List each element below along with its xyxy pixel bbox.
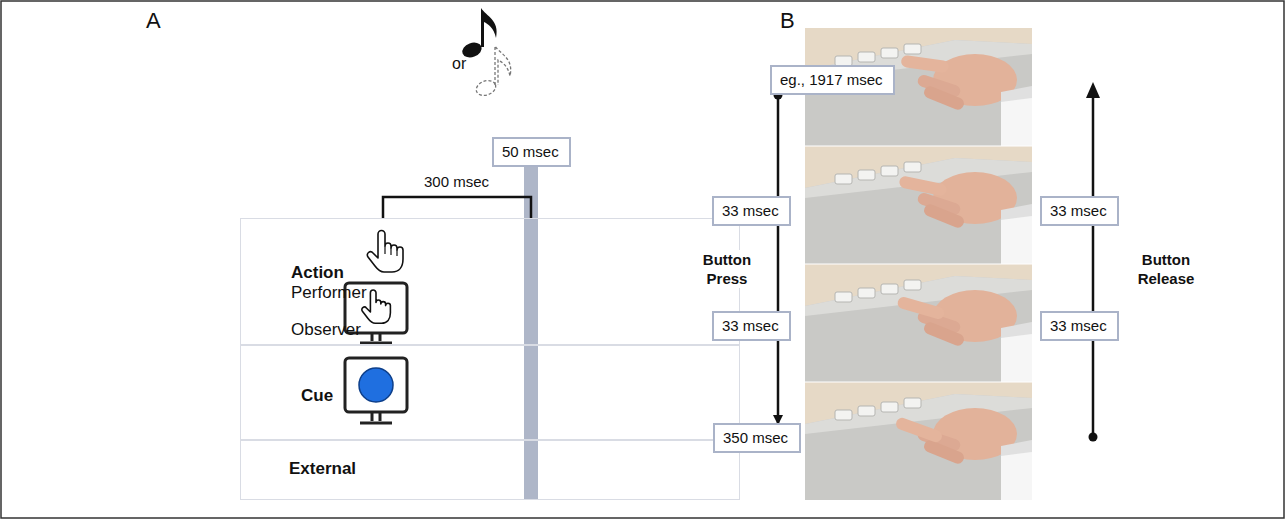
tone-note: [460, 8, 497, 60]
panel-letter: B: [780, 8, 795, 34]
duration-text: 33 msec: [1050, 202, 1109, 220]
duration-text: 50 msec: [502, 143, 561, 161]
duration-box: 33 msec: [712, 311, 791, 341]
row-heading: External: [289, 459, 356, 479]
hand-icon: [367, 231, 403, 273]
duration-box: eg., 1917 msec: [770, 65, 895, 95]
row-heading: Action: [291, 263, 344, 283]
timeline-arrow: [777, 95, 780, 423]
condition-band: ActionPerformerObserver: [240, 218, 740, 345]
arrow-label: Button Press: [692, 250, 762, 288]
duration-text: 33 msec: [1050, 317, 1109, 335]
condition-band: Cue: [240, 345, 740, 440]
row-heading: Cue: [301, 386, 333, 406]
interval-label: 300 msec: [424, 173, 489, 190]
photo-frame: [805, 382, 1032, 500]
duration-box: 33 msec: [712, 196, 791, 226]
condition-band: External: [240, 440, 740, 500]
release-arrow: [1086, 82, 1100, 442]
duration-text: 350 msec: [723, 429, 791, 447]
monitor-icon: [345, 358, 407, 423]
panel-letter: A: [146, 8, 161, 34]
photo-frame: [805, 146, 1032, 264]
row-label: Observer: [291, 320, 361, 340]
frame-gap: [805, 264, 1032, 265]
row-label: Performer: [291, 283, 367, 303]
note-text: or: [452, 55, 466, 73]
arrow-label: Button Release: [1128, 250, 1204, 288]
interval-bracket: [383, 197, 531, 218]
silent-note: [474, 46, 511, 98]
frame-gap: [805, 146, 1032, 147]
frame-gap: [805, 382, 1032, 383]
duration-box: 33 msec: [1040, 196, 1119, 226]
duration-box: 33 msec: [1040, 311, 1119, 341]
duration-box: 50 msec: [492, 137, 571, 167]
duration-text: 33 msec: [722, 202, 781, 220]
duration-text: eg., 1917 msec: [780, 71, 885, 89]
photo-frame: [805, 264, 1032, 382]
duration-box: 350 msec: [713, 423, 801, 453]
duration-text: 33 msec: [722, 317, 781, 335]
